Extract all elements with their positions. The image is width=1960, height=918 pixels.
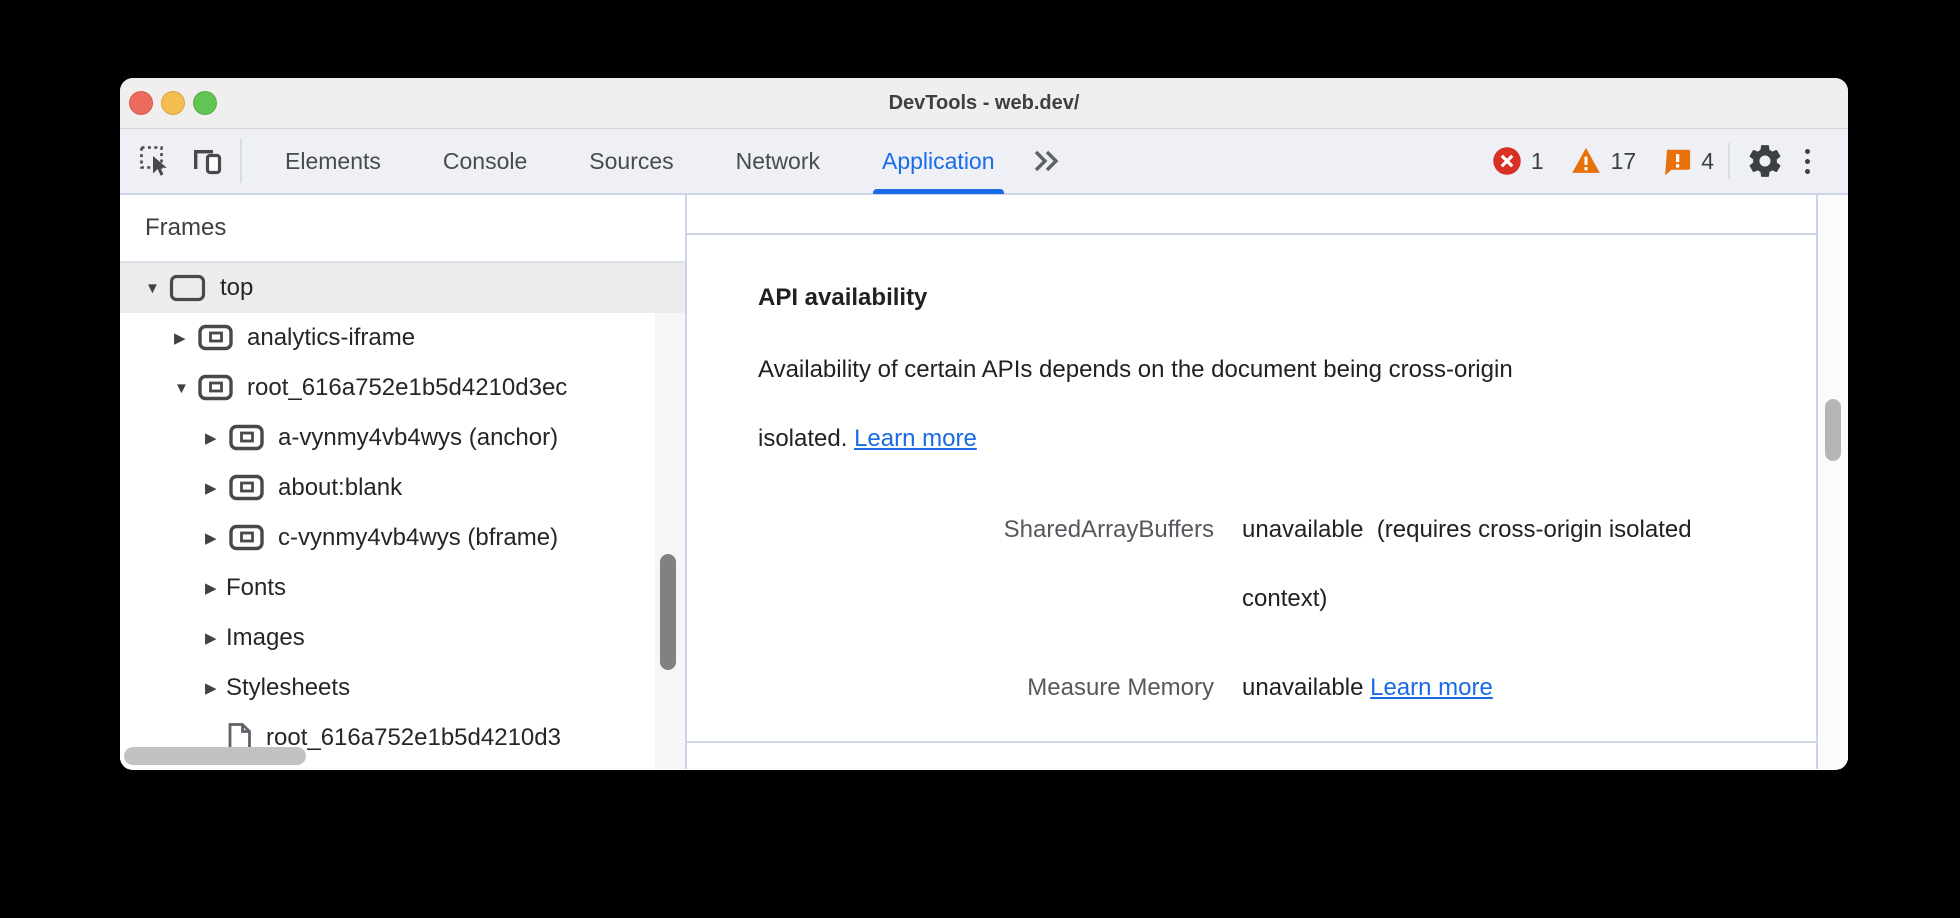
tab-network[interactable]: Network [735, 148, 820, 174]
warning-count: 17 [1610, 147, 1637, 174]
triangle-right-icon[interactable]: ▶ [205, 530, 217, 547]
device-toolbar-icon [194, 150, 222, 175]
triangle-down-icon[interactable]: ▼ [174, 379, 189, 397]
issues-badge[interactable]: 4 [1662, 146, 1714, 176]
device-toolbar-button[interactable] [186, 138, 228, 184]
tree-item-label: root_616a752e1b5d4210d3 [266, 724, 561, 751]
learn-more-link[interactable]: Learn more [854, 425, 977, 452]
api-row-status: unavailable [1242, 674, 1371, 701]
main-scroll-gutter [1818, 195, 1848, 769]
tree-item-root-616a752e1b5d4210d3[interactable]: root_616a752e1b5d4210d3 [120, 713, 685, 763]
main-vertical-scrollbar[interactable] [1825, 399, 1841, 461]
iframe-icon [229, 424, 264, 451]
warning-icon [1571, 147, 1600, 173]
tree-item-root-616a752e1b5d4210d3ec[interactable]: ▼ root_616a752e1b5d4210d3ec [120, 363, 685, 413]
tree-item-about-blank[interactable]: ▶ about:blank [120, 463, 685, 513]
sidebar-scroll-track [655, 263, 685, 769]
api-row-value: unavailable Learn more [1242, 653, 1747, 722]
minimize-window-button[interactable] [161, 91, 185, 115]
panel-tabs: Elements Console Sources Network Application [254, 128, 1026, 194]
gear-icon [1749, 145, 1781, 177]
iframe-icon [229, 524, 264, 551]
section-bottom-divider [687, 741, 1818, 743]
tree-item-label: c-vynmy4vb4wys (bframe) [278, 524, 559, 551]
triangle-right-icon[interactable]: ▶ [205, 430, 217, 447]
api-row-sharedarraybuffers: SharedArrayBuffers unavailable (requires … [687, 495, 1808, 633]
tree-item-label: about:blank [278, 474, 403, 501]
frames-tree: ▼ top ▶ analytics-iframe ▼ root_616a752e1b5d4… [120, 263, 685, 763]
console-warnings-badge[interactable]: 17 [1570, 146, 1637, 176]
sidebar-vertical-scrollbar[interactable] [660, 554, 676, 670]
api-row-key: Measure Memory [1027, 674, 1214, 701]
error-count: 1 [1530, 147, 1544, 174]
triangle-right-icon[interactable]: ▶ [205, 480, 217, 497]
application-sidebar: Frames ▼ top ▶ analytics-iframe ▼ root_616a75… [120, 195, 687, 769]
traffic-lights [129, 91, 217, 115]
tree-item-images[interactable]: ▶ Images [120, 613, 685, 663]
triangle-down-icon[interactable]: ▼ [145, 279, 160, 297]
api-row-measure-memory: Measure Memory unavailable Learn more [687, 653, 1808, 722]
tree-item-label: Fonts [226, 574, 287, 601]
close-window-button[interactable] [129, 91, 153, 115]
issues-count: 4 [1701, 147, 1714, 174]
frame-details-pane: API availability Availability of certain… [687, 195, 1848, 769]
issues-icon [1665, 149, 1691, 176]
tree-item-a-vynmy4vb4wys-anchor-[interactable]: ▶ a-vynmy4vb4wys (anchor) [120, 413, 685, 463]
titlebar: DevTools - web.dev/ [120, 78, 1848, 129]
section-heading: API availability [758, 284, 928, 311]
zoom-window-button[interactable] [193, 91, 217, 115]
api-row-value: unavailable (requires cross-origin isola… [1242, 495, 1747, 633]
iframe-icon [198, 374, 233, 401]
api-row-status: unavailable (requires cross-origin isola… [1242, 516, 1699, 612]
console-errors-badge[interactable]: 1 [1492, 146, 1544, 176]
inspect-element-button[interactable] [134, 138, 176, 184]
api-availability-rows: SharedArrayBuffers unavailable (requires … [687, 495, 1808, 722]
devtools-toolbar: Elements Console Sources Network Application… [120, 129, 1848, 195]
window-title: DevTools - web.dev/ [888, 92, 1080, 114]
tree-item-label: top [220, 274, 254, 301]
tab-console[interactable]: Console [442, 148, 528, 174]
tree-item-analytics-iframe[interactable]: ▶ analytics-iframe [120, 313, 685, 363]
triangle-right-icon[interactable]: ▶ [205, 580, 217, 597]
iframe-icon [198, 324, 233, 351]
section-description: Availability of certain APIs depends on … [758, 356, 1513, 452]
chevron-double-right-icon [1034, 150, 1058, 172]
tab-application[interactable]: Application [851, 128, 1026, 194]
section-top-divider [687, 195, 1848, 235]
toolbar-divider [1728, 143, 1730, 179]
tree-item-fonts[interactable]: ▶ Fonts [120, 563, 685, 613]
devtools-content: Frames ▼ top ▶ analytics-iframe ▼ root_616a75… [120, 195, 1848, 769]
iframe-icon [229, 474, 264, 501]
settings-button[interactable] [1744, 138, 1786, 184]
kebab-menu-icon [1792, 148, 1822, 174]
main-right-border [1816, 195, 1818, 769]
devtools-window: DevTools - web.dev/ Elements Console Sourc… [120, 78, 1848, 770]
learn-more-link[interactable]: Learn more [1370, 674, 1493, 701]
triangle-right-icon[interactable]: ▶ [205, 630, 217, 647]
tree-item-top[interactable]: ▼ top [120, 263, 685, 313]
triangle-right-icon[interactable]: ▶ [174, 330, 186, 347]
error-icon [1493, 147, 1521, 175]
more-tabs-button[interactable] [1032, 128, 1060, 194]
frame-icon [169, 274, 206, 302]
main-menu-button[interactable] [1786, 138, 1828, 184]
tab-sources[interactable]: Sources [589, 148, 674, 174]
toolbar-divider [240, 139, 242, 183]
tree-item-c-vynmy4vb4wys-bframe-[interactable]: ▶ c-vynmy4vb4wys (bframe) [120, 513, 685, 563]
api-availability-section: API availability Availability of certain… [687, 285, 1848, 722]
tree-item-label: a-vynmy4vb4wys (anchor) [278, 424, 559, 451]
tree-item-label: Stylesheets [226, 674, 351, 701]
tree-item-label: root_616a752e1b5d4210d3ec [247, 374, 568, 401]
triangle-right-icon[interactable]: ▶ [205, 680, 217, 697]
frames-section-header[interactable]: Frames [120, 195, 685, 263]
tree-item-stylesheets[interactable]: ▶ Stylesheets [120, 663, 685, 713]
sidebar-horizontal-scrollbar[interactable] [124, 747, 306, 765]
tab-elements[interactable]: Elements [285, 148, 381, 174]
inspect-icon [140, 146, 167, 176]
tree-item-label: Images [226, 624, 305, 651]
api-row-key: SharedArrayBuffers [1003, 516, 1214, 543]
tree-item-label: analytics-iframe [247, 324, 416, 351]
